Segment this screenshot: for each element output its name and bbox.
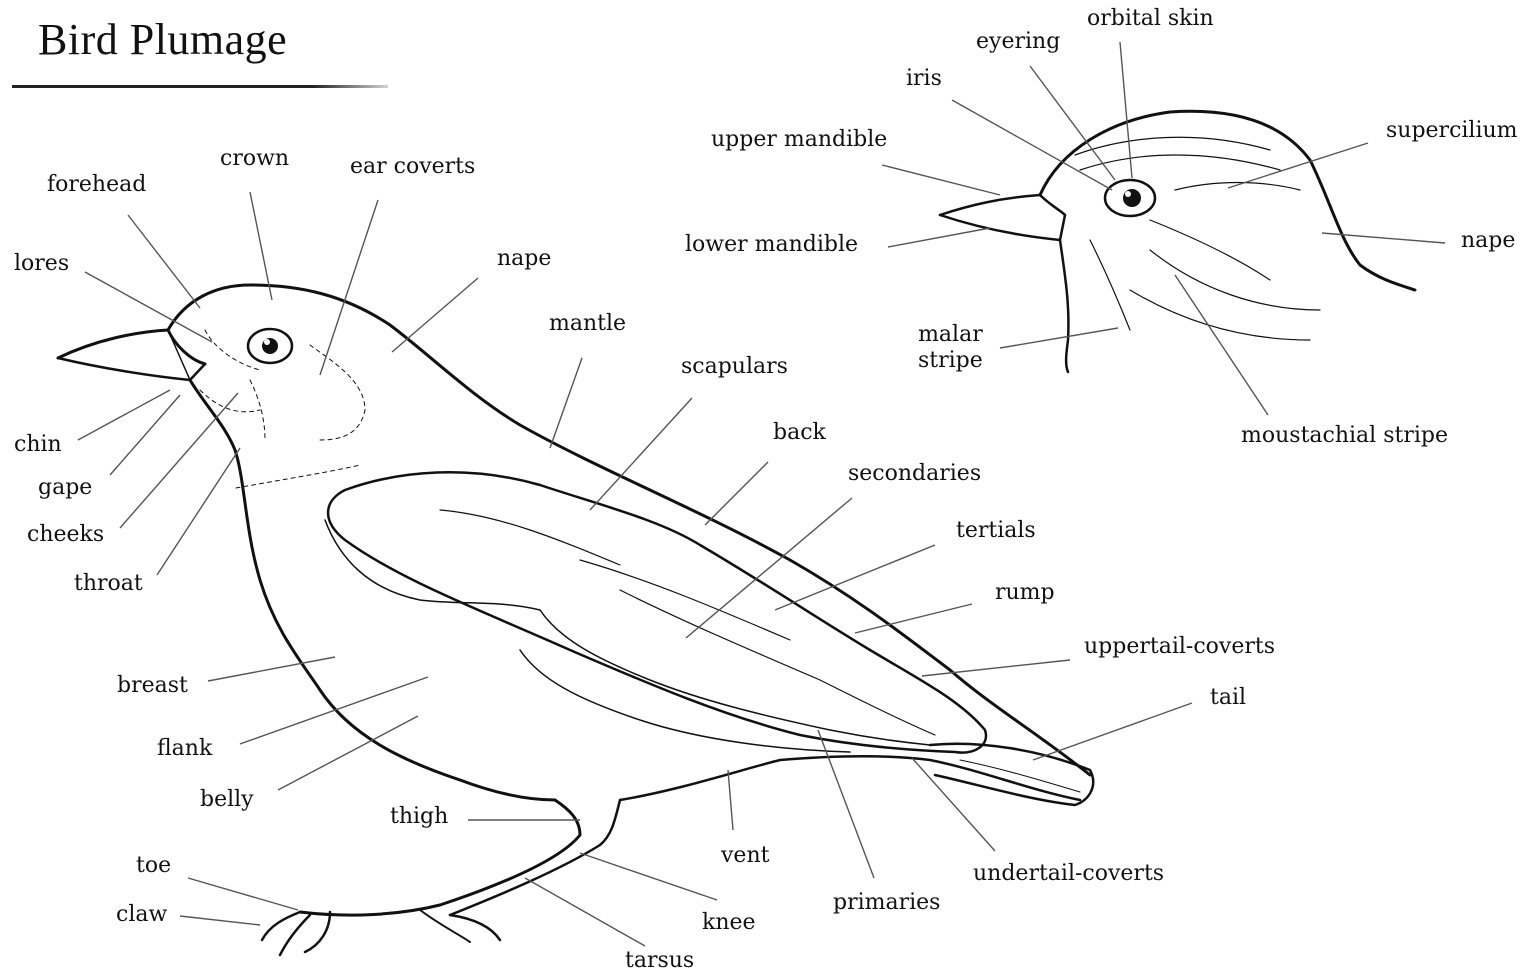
label-nape-head: nape: [1461, 228, 1515, 254]
leader-undertail-coverts: [912, 758, 995, 851]
leader-knee: [580, 853, 717, 900]
leader-breast: [208, 657, 335, 681]
leader-claw: [180, 916, 260, 925]
label-tarsus: tarsus: [625, 948, 694, 974]
leader-toe: [188, 878, 298, 910]
leader-malar-stripe: [1000, 328, 1118, 348]
leader-gape: [110, 395, 180, 475]
label-iris: iris: [906, 66, 942, 92]
bird-body-drawing: [58, 285, 1093, 955]
leader-tarsus: [525, 878, 645, 946]
label-back: back: [773, 420, 826, 446]
label-moustachial-stripe: moustachial stripe: [1241, 423, 1448, 449]
label-rump: rump: [995, 580, 1055, 606]
label-supercilium: supercilium: [1386, 118, 1518, 144]
leader-supercilium: [1228, 143, 1368, 188]
leader-flank: [240, 677, 428, 744]
leader-lines: [78, 42, 1445, 946]
leader-nape-body: [392, 278, 478, 352]
leader-iris: [952, 100, 1112, 190]
label-throat: throat: [74, 571, 143, 597]
leader-moustachial-stripe: [1175, 275, 1268, 415]
leader-orbital-skin: [1120, 42, 1132, 178]
leader-tail: [1033, 703, 1192, 760]
label-secondaries: secondaries: [848, 461, 981, 487]
leader-rump: [855, 604, 972, 633]
leader-upper-mandible: [882, 165, 1000, 195]
leader-ear-coverts: [320, 200, 378, 375]
leader-cheeks: [120, 393, 238, 528]
leader-uppertail-coverts: [922, 660, 1070, 676]
label-gape: gape: [38, 475, 92, 501]
label-flank: flank: [157, 736, 212, 762]
leader-throat: [157, 448, 240, 575]
label-tail: tail: [1210, 685, 1246, 711]
label-breast: breast: [117, 673, 188, 699]
label-belly: belly: [200, 787, 254, 813]
label-uppertail-coverts: uppertail-coverts: [1084, 634, 1275, 660]
label-lower-mandible: lower mandible: [685, 232, 858, 258]
label-forehead: forehead: [47, 172, 146, 198]
label-toe: toe: [136, 853, 171, 879]
label-ear-coverts: ear coverts: [350, 154, 475, 180]
label-thigh: thigh: [390, 804, 448, 830]
leader-eyering: [1030, 66, 1115, 180]
label-mantle: mantle: [549, 311, 626, 337]
label-scapulars: scapulars: [681, 354, 788, 380]
label-eyering: eyering: [976, 29, 1060, 55]
leader-mantle: [550, 358, 582, 448]
label-upper-mandible: upper mandible: [711, 127, 887, 153]
label-tertials: tertials: [956, 518, 1036, 544]
label-nape-body: nape: [497, 246, 551, 272]
leader-lower-mandible: [888, 228, 990, 247]
label-primaries: primaries: [833, 890, 940, 916]
label-cheeks: cheeks: [27, 522, 104, 548]
label-crown: crown: [220, 146, 289, 172]
label-undertail-coverts: undertail-coverts: [973, 861, 1164, 887]
leader-forehead: [128, 215, 200, 308]
leader-scapulars: [590, 398, 692, 510]
leader-vent: [728, 770, 733, 830]
label-orbital-skin: orbital skin: [1087, 6, 1214, 32]
label-chin: chin: [14, 432, 62, 458]
label-malar-stripe: malar stripe: [918, 322, 983, 374]
label-vent: vent: [721, 843, 769, 869]
leader-nape-head: [1322, 233, 1445, 243]
label-lores: lores: [14, 251, 69, 277]
leader-back: [705, 462, 768, 525]
label-claw: claw: [116, 902, 167, 928]
leader-chin: [78, 390, 170, 440]
label-knee: knee: [702, 910, 756, 936]
